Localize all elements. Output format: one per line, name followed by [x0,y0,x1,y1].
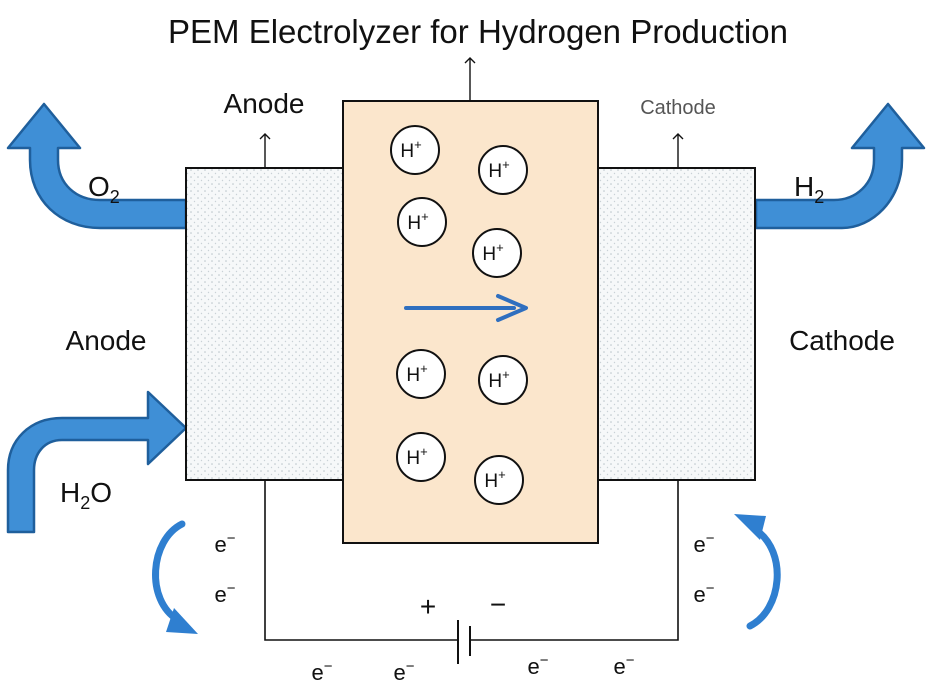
circuit-wire [264,480,458,641]
proton-circle [396,432,446,482]
proton-label: H+ [482,240,503,265]
proton-h-plus: H+ [478,145,528,195]
battery-minus-label: − [490,589,506,620]
proton-label: H+ [406,444,427,469]
proton-circle [478,355,528,405]
battery-plus-label: + [420,591,436,622]
proton-h-plus: H+ [396,432,446,482]
proton-h-plus: H+ [478,355,528,405]
anode-top-label: Anode [224,88,305,119]
electron-label: e− [214,530,235,557]
proton-label: H+ [484,467,505,492]
cathode-top-label: Cathode [640,97,716,119]
circuit-wire-right [470,480,679,641]
proton-flow-arrow-icon [404,294,528,322]
electron-label: e− [214,580,235,607]
battery-icon [457,620,471,664]
proton-h-plus: H+ [390,125,440,175]
electron-label: e− [693,530,714,557]
electron-label: e− [393,658,414,685]
proton-circle [472,228,522,278]
proton-h-plus: H+ [397,197,447,247]
proton-circle [478,145,528,195]
proton-h-plus: H+ [396,349,446,399]
electron-cycle-right-icon [734,514,781,630]
anode-side-label: Anode [66,325,147,356]
diagram-title: PEM Electrolyzer for Hydrogen Production [168,13,788,50]
o2-label: O2 [88,171,120,207]
h2-outflow-arrow-icon [754,102,926,230]
o2-outflow-arrow-icon [6,102,188,230]
h2-label: H2 [794,171,824,207]
electron-group: e− e− e− e− e− e− e− e− [214,530,714,685]
h2o-label: H2O [60,477,112,513]
proton-exchange-membrane [342,100,599,544]
proton-h-plus: H+ [472,228,522,278]
proton-h-plus: H+ [474,455,524,505]
cathode-side-label: Cathode [789,325,895,356]
proton-label: H+ [400,137,421,162]
electron-label: e− [613,652,634,679]
proton-label: H+ [488,157,509,182]
proton-circle [390,125,440,175]
proton-circle [397,197,447,247]
proton-label: H+ [488,367,509,392]
electron-label: e− [693,580,714,607]
proton-label: H+ [407,209,428,234]
electron-label: e− [311,658,332,685]
electron-label: e− [527,652,548,679]
proton-circle [396,349,446,399]
electron-cycle-left-icon [152,520,198,634]
proton-group: H+ H+ H+ H+ H+ H+ H+ H+ [390,125,528,505]
proton-circle [474,455,524,505]
h2o-inflow-arrow-icon [6,390,188,534]
proton-label: H+ [406,361,427,386]
